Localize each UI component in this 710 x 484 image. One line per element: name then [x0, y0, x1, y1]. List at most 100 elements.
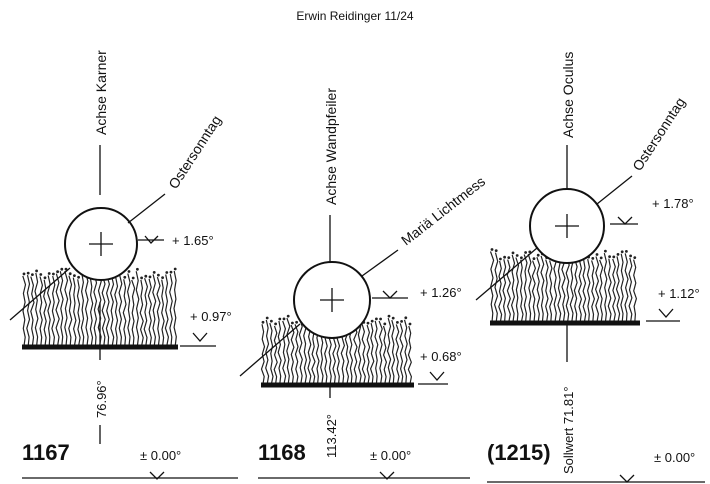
tree-top: [26, 271, 30, 275]
tree-top: [620, 250, 624, 254]
tree-top: [507, 256, 511, 259]
tree-top: [633, 256, 637, 259]
tree-stroke: [498, 260, 503, 323]
tree-stroke: [105, 275, 111, 347]
tree-stroke: [536, 257, 541, 323]
tree-stroke: [46, 275, 52, 347]
tree-top: [68, 272, 72, 276]
tree-top: [165, 271, 169, 274]
tree-stroke: [586, 258, 591, 323]
tree-top: [274, 322, 277, 326]
tree-top: [47, 272, 51, 275]
tree-top: [144, 274, 148, 278]
tree-stroke: [269, 322, 274, 385]
tree-stroke: [515, 257, 520, 323]
tree-top: [520, 256, 523, 260]
tree-stroke: [598, 259, 604, 323]
tree-top: [379, 317, 382, 321]
sun-angle: + 1.65°: [172, 233, 214, 248]
tree-stroke: [118, 274, 123, 347]
axis-label: Achse Wandpfeiler: [323, 88, 339, 205]
tree-top: [595, 253, 599, 256]
azimuth-label: 76.96°: [94, 380, 109, 418]
tree-stroke: [502, 259, 507, 323]
tree-stroke: [101, 275, 106, 347]
tree-stroke: [43, 279, 48, 347]
tree-top: [625, 250, 628, 253]
azimuth-label: Sollwert 71.81°: [561, 386, 576, 474]
tree-top: [35, 269, 38, 273]
tree-stroke: [80, 273, 85, 347]
tree-stroke: [366, 324, 371, 385]
tree-horizon: [489, 247, 638, 323]
tree-top: [616, 253, 620, 256]
tree-stroke: [519, 259, 524, 323]
tree-top: [136, 267, 139, 271]
sun-path-lower: [475, 247, 538, 301]
tree-stroke: [540, 255, 545, 323]
tree-top: [396, 321, 399, 324]
tree-stroke: [97, 272, 102, 347]
tree-top: [629, 254, 632, 258]
tree-stroke: [378, 320, 383, 385]
tree-top: [291, 321, 294, 325]
horizon-angle: + 0.97°: [190, 309, 232, 324]
tree-stroke: [298, 318, 303, 385]
tree-top: [43, 276, 47, 280]
sun-path-upper: [596, 175, 633, 205]
tree-stroke: [173, 270, 177, 347]
tree-top: [127, 270, 131, 273]
tree-top: [383, 322, 387, 326]
tree-top: [39, 273, 43, 276]
tree-stroke: [628, 257, 633, 323]
tree-top: [31, 273, 34, 276]
tree-stroke: [565, 256, 570, 323]
tree-stroke: [386, 317, 392, 385]
tree-stroke: [612, 258, 617, 323]
tree-top: [52, 272, 55, 276]
tree-stroke: [294, 324, 299, 385]
tree-stroke: [51, 275, 56, 347]
tree-top: [286, 314, 290, 318]
tree-stroke: [260, 324, 266, 385]
tree-top: [499, 257, 502, 261]
tree-stroke: [265, 319, 270, 385]
azimuth-label: 113.42°: [324, 414, 339, 458]
tree-top: [73, 274, 76, 277]
tree-stroke: [391, 319, 396, 385]
tree-stroke: [164, 274, 170, 347]
horizon-angle-marker: [429, 371, 445, 381]
tree-stroke: [303, 319, 308, 385]
tree-top: [169, 270, 173, 274]
horizon-angle: + 0.68°: [420, 349, 462, 364]
tree-stroke: [603, 252, 608, 323]
tree-stroke: [395, 324, 400, 385]
tree-stroke: [527, 253, 532, 323]
tree-stroke: [290, 324, 295, 385]
tree-top: [528, 250, 532, 254]
tree-top: [56, 270, 59, 274]
tree-stroke: [22, 275, 27, 347]
tree-stroke: [68, 275, 73, 347]
tree-stroke: [273, 325, 278, 385]
tree-stroke: [510, 254, 516, 323]
tree-stroke: [109, 275, 115, 347]
tree-top: [404, 316, 408, 320]
sun-path-upper: [361, 249, 399, 277]
tree-top: [608, 255, 611, 258]
tree-top: [131, 276, 135, 280]
tree-top: [391, 316, 395, 320]
tree-top: [400, 320, 403, 323]
tree-top: [387, 314, 391, 318]
horizon-angle: + 1.12°: [658, 286, 700, 301]
panel-1168: Achse Wandpfeiler Mariä Lichtmess + 1.26…: [239, 88, 488, 480]
tree-top: [22, 272, 26, 276]
tree-stroke: [407, 325, 413, 385]
tree-top: [64, 267, 68, 271]
horizon-angle-marker: [658, 308, 674, 318]
tree-stroke: [282, 320, 287, 385]
tree-stroke: [357, 318, 362, 385]
tree-stroke: [552, 250, 558, 323]
tree-stroke: [582, 260, 587, 323]
